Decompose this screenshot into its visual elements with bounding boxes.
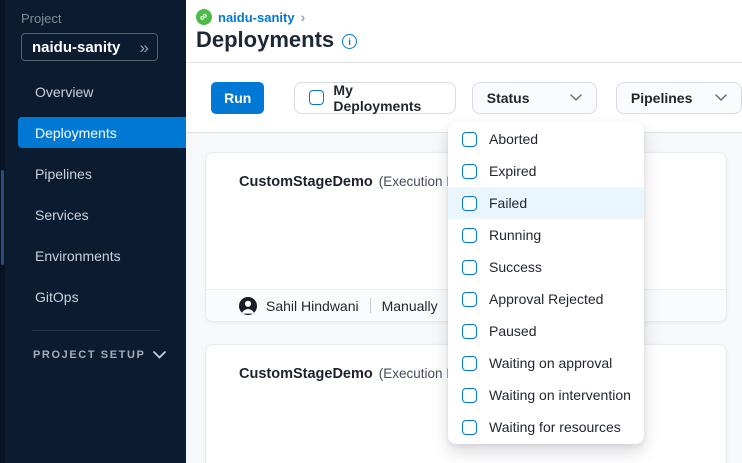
avatar [239, 296, 257, 315]
module-strip [0, 0, 5, 463]
menu-item-running[interactable]: Running [448, 219, 644, 251]
project-setup-label: PROJECT SETUP [33, 349, 146, 361]
toolbar: Run My Deployments Status Pipelines [186, 63, 742, 133]
sidebar-item-overview[interactable]: Overview [35, 83, 94, 100]
menu-item-success[interactable]: Success [448, 251, 644, 283]
pipeline-name: CustomStageDemo [239, 366, 373, 382]
project-selector[interactable]: naidu-sanity » [21, 33, 158, 61]
sidebar-item-environments[interactable]: Environments [35, 247, 121, 264]
triggered-by-user: Sahil Hindwani [266, 297, 359, 314]
page-title: Deployments [196, 27, 335, 52]
menu-item-waiting-on-intervention[interactable]: Waiting on intervention [448, 379, 644, 411]
sidebar-divider [32, 330, 160, 331]
menu-item-waiting-on-approval[interactable]: Waiting on approval [448, 347, 644, 379]
separator [369, 298, 371, 313]
menu-item-approval-rejected[interactable]: Approval Rejected [448, 283, 644, 315]
checkbox[interactable] [462, 419, 477, 435]
execution-id-text: (Execution Id [378, 174, 458, 189]
sidebar-item-gitops[interactable]: GitOps [35, 288, 79, 305]
pipelines-filter-dropdown[interactable]: Pipelines [615, 81, 742, 114]
sidebar-item-deployments[interactable]: Deployments [18, 117, 186, 148]
pipeline-name: CustomStageDemo [239, 174, 373, 190]
cd-module-icon: ∞ [196, 9, 212, 25]
checkbox[interactable] [462, 131, 477, 147]
status-filter-menu: Aborted Expired Failed Running Success A… [448, 122, 644, 444]
info-icon[interactable]: i [342, 34, 358, 49]
run-button[interactable]: Run [211, 81, 265, 114]
project-sidebar: Project naidu-sanity » Overview Deployme… [0, 0, 186, 463]
checkbox[interactable] [462, 195, 477, 211]
chevron-right-icon: › [300, 9, 306, 25]
project-setup-toggle[interactable]: PROJECT SETUP [33, 349, 166, 361]
project-name: naidu-sanity [32, 38, 121, 56]
checkbox[interactable] [462, 387, 477, 403]
my-deployments-checkbox[interactable] [309, 90, 325, 105]
chevron-down-icon [715, 94, 727, 101]
checkbox[interactable] [462, 291, 477, 307]
execution-id-text: (Execution Id [378, 366, 458, 381]
checkbox[interactable] [462, 323, 477, 339]
checkbox[interactable] [462, 259, 477, 275]
page-header: ∞ naidu-sanity › Deployments i [186, 0, 742, 63]
menu-item-paused[interactable]: Paused [448, 315, 644, 347]
chevron-down-icon [153, 351, 166, 359]
menu-item-waiting-for-resources[interactable]: Waiting for resources [448, 411, 644, 443]
trigger-type: Manually [381, 297, 438, 314]
menu-item-expired[interactable]: Expired [448, 155, 644, 187]
breadcrumb-project-link[interactable]: naidu-sanity [218, 9, 295, 25]
sidebar-nav: Overview Deployments Pipelines Services … [0, 76, 186, 322]
main-area: ∞ naidu-sanity › Deployments i Run My De… [186, 0, 742, 463]
breadcrumb: ∞ naidu-sanity › [196, 9, 742, 25]
project-label: Project [21, 11, 62, 26]
menu-item-failed[interactable]: Failed [448, 187, 644, 219]
checkbox[interactable] [462, 355, 477, 371]
checkbox[interactable] [462, 227, 477, 243]
expand-project-icon[interactable]: » [139, 37, 149, 57]
scroll-indicator[interactable] [1, 170, 4, 265]
status-filter-dropdown[interactable]: Status [471, 81, 597, 114]
checkbox[interactable] [462, 163, 477, 179]
my-deployments-toggle[interactable]: My Deployments [294, 81, 456, 114]
chevron-down-icon [570, 94, 582, 101]
menu-item-aborted[interactable]: Aborted [448, 123, 644, 155]
sidebar-item-pipelines[interactable]: Pipelines [35, 165, 92, 182]
sidebar-item-services[interactable]: Services [35, 206, 89, 223]
